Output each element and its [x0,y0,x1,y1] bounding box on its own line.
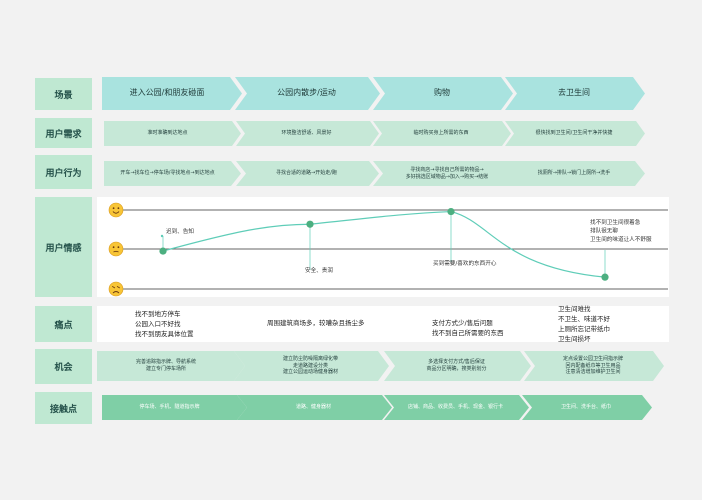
pain-stage-1: 找不到地方停车 公园入口不好找 找不到朋友具体位置 [135,310,194,339]
behavior-chevron-4: 找厕所→排队→锁门上厕所→洗手 [505,161,645,186]
behavior-chevron-3: 寻找商店→寻找自己所需的物品→ 多好挑选区域物品→加入→购买→结账 [373,161,523,186]
pain-stage-3: 支付方式少/售后问题 找不到自己所需要的东西 [432,319,504,338]
row-label-scene: 场景 [35,78,92,110]
behavior-chevron-1: 开车→找车位→停车场/寻找地点→到达地点 [104,161,241,186]
stage-chevron-3: 购物 [373,77,513,110]
behavior-chevron-2: 寻找合适的道路→开始走/跑 [236,161,379,186]
stage-chevron-4: 去卫生间 [505,77,645,110]
need-chevron-1: 准时准确到达地点 [104,121,241,146]
opportunity-chevron-1: 完善追踪指示牌、导航系统 建立专门停车场所 [97,351,245,381]
row-label-behavior: 用户行为 [35,155,92,189]
emotion-panel [97,197,669,297]
touchpoint-chevron-4: 卫生间、洗手台、纸巾 [522,395,652,420]
need-chevron-2: 环境整洁舒适、风景好 [236,121,379,146]
touchpoint-chevron-2: 道路、健身器材 [237,395,392,420]
row-label-pain: 痛点 [35,306,92,342]
row-label-touchpoint: 接触点 [35,392,92,424]
need-chevron-3: 临时购买身上所需的东西 [373,121,511,146]
stage-chevron-1: 进入公园/和朋友碰面 [102,77,242,110]
opportunity-chevron-2: 建立防尘防噪隔离绿化带 走道路建设分类 建立公园运动场健身器材 [234,351,389,381]
pain-stage-4: 卫生间难找 不卫生、味道不好 上厕所忘记带纸巾 卫生间损坏 [558,305,610,344]
row-label-opportunity: 机会 [35,349,92,384]
stage-chevron-2: 公园内散步/运动 [235,77,380,110]
row-label-emotion: 用户情感 [35,197,92,297]
touchpoint-chevron-3: 店铺、商品、收费员、手机、现金、银行卡 [384,395,529,420]
pain-panel [97,306,669,342]
pain-stage-2: 周围建筑商场多，较嘈杂且扬尘多 [267,319,365,327]
opportunity-chevron-3: 多选择支付方式/售后保证 商品分区明确，搜类别划分 [384,351,531,381]
need-chevron-4: 很快找到卫生间/卫生间干净并快捷 [505,121,645,146]
row-label-needs: 用户需求 [35,118,92,148]
touchpoint-chevron-1: 停车场、手机、隧道指示牌 [102,395,247,420]
opportunity-chevron-4: 定点设置公园卫生间指示牌 回内配备纸巾等卫生用品 注意清洁增加维护卫生间 [524,351,664,381]
